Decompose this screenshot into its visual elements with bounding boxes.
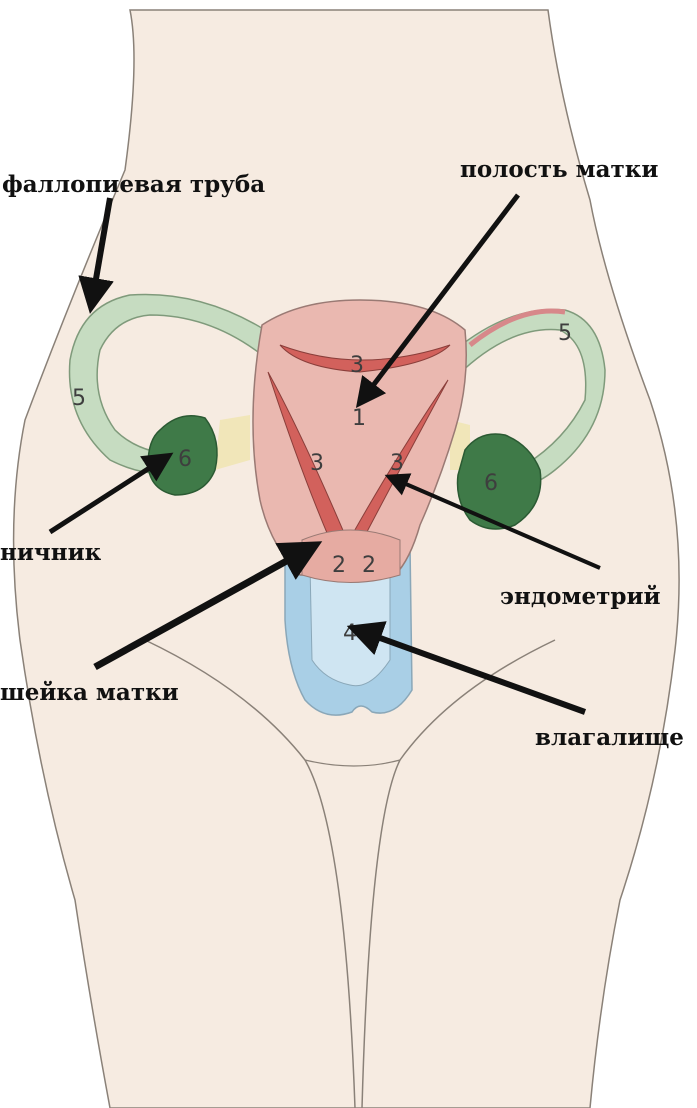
number-3-left: 3 bbox=[310, 451, 324, 476]
number-2-right: 2 bbox=[362, 553, 376, 578]
number-3-top: 3 bbox=[350, 353, 364, 378]
number-3-right: 3 bbox=[390, 451, 404, 476]
label-cervix: шейка матки bbox=[0, 679, 179, 706]
number-5-right: 5 bbox=[558, 321, 572, 346]
number-6-left: 6 bbox=[178, 447, 192, 472]
number-1: 1 bbox=[352, 406, 366, 431]
label-vagina: влагалище bbox=[535, 724, 684, 751]
label-fallopian-tube: фаллопиевая труба bbox=[2, 171, 265, 198]
number-4: 4 bbox=[343, 621, 357, 646]
cervix-shape bbox=[302, 530, 400, 583]
label-uterine-cavity: полость матки bbox=[460, 156, 658, 183]
label-endometrium: эндометрий bbox=[500, 583, 661, 610]
label-ovary: ничник bbox=[0, 539, 102, 566]
number-2-left: 2 bbox=[332, 553, 346, 578]
number-6-right: 6 bbox=[484, 471, 498, 496]
number-5-left: 5 bbox=[72, 386, 86, 411]
